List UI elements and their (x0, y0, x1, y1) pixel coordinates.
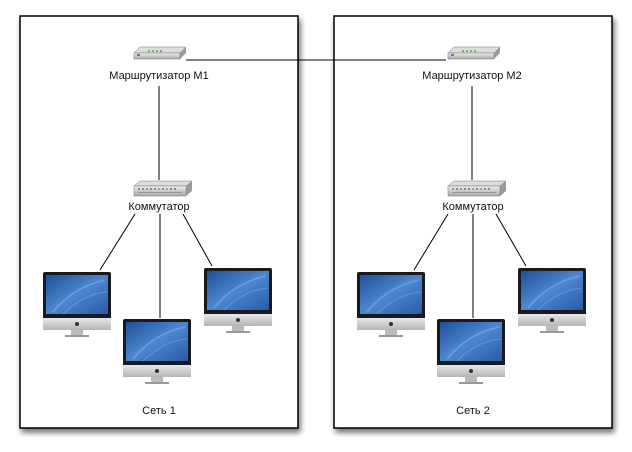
switch-icon (447, 180, 507, 197)
link-switch-1-pc-1 (99, 213, 136, 271)
switch-icon (133, 180, 193, 197)
router-icon (447, 46, 501, 60)
router-icon (133, 46, 187, 60)
router-m1-label: Маршрутизатор М1 (109, 70, 208, 82)
network-2-label: Сеть 2 (456, 405, 490, 417)
imac-icon (203, 267, 273, 334)
switch-1-label: Коммутатор (128, 201, 189, 213)
router-m2-label: Маршрутизатор М2 (422, 70, 521, 82)
link-switch-2-pc-1 (413, 213, 449, 271)
imac-icon (517, 267, 587, 334)
imac-icon (436, 318, 506, 385)
link-switch-1-pc-3 (182, 213, 213, 267)
imac-icon (122, 318, 192, 385)
imac-icon (42, 271, 112, 338)
link-switch-2-pc-3 (495, 213, 527, 267)
network-1-label: Сеть 1 (142, 405, 176, 417)
switch-2-label: Коммутатор (442, 201, 503, 213)
imac-icon (356, 271, 426, 338)
